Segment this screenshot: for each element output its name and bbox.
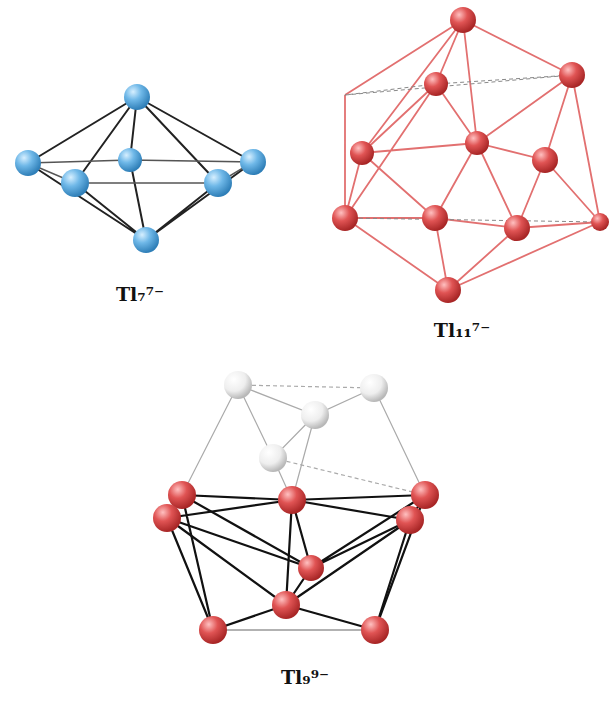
cluster-label: Tl₉⁹⁻ [281,666,329,689]
tl9-atoms [153,371,439,644]
cluster-label: Tl₇⁷⁻ [116,283,164,306]
tl11-cluster [345,20,600,290]
tl7-cluster [28,97,253,240]
tl11-atoms [332,7,609,303]
tl7-atoms [15,84,266,253]
tl9-cluster [167,495,425,630]
tl9-caps [182,385,425,500]
cluster-label: Tl₁₁⁷⁻ [434,319,490,342]
